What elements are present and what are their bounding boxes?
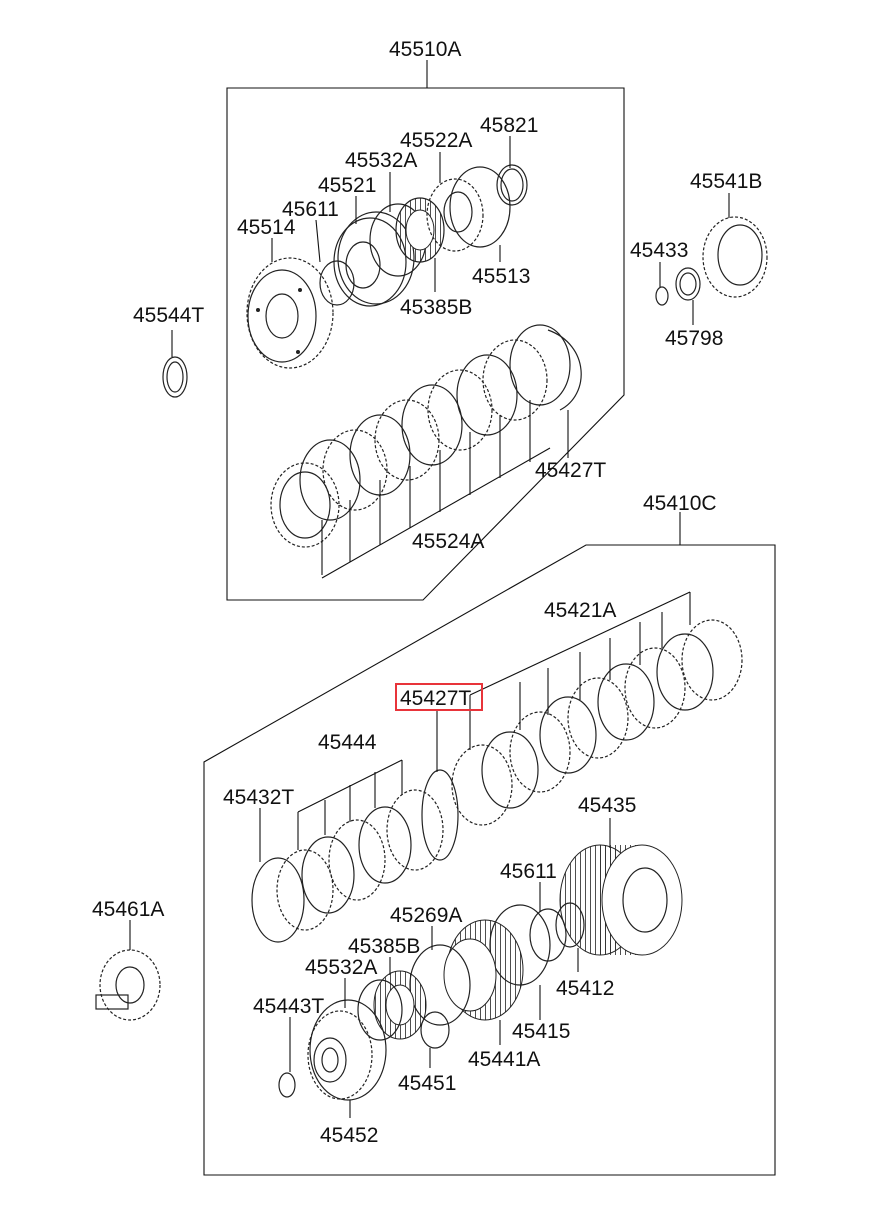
label-45269A[interactable]: 45269A xyxy=(390,904,462,927)
clutch-pack-45421A-part xyxy=(451,619,743,826)
hub-45522A-part xyxy=(426,178,484,252)
label-45415[interactable]: 45415 xyxy=(512,1020,570,1043)
gear-45541B-part xyxy=(702,216,768,298)
gear-45461A-part xyxy=(95,949,161,1021)
label-45524A[interactable]: 45524A xyxy=(412,530,484,553)
label-45521[interactable]: 45521 xyxy=(318,174,376,197)
label-45532A-bottom[interactable]: 45532A xyxy=(305,956,377,979)
label-45410C[interactable]: 45410C xyxy=(643,492,717,515)
ring-45611-bottom-part xyxy=(529,908,567,962)
label-45443T[interactable]: 45443T xyxy=(253,995,324,1018)
label-45433[interactable]: 45433 xyxy=(630,239,688,262)
label-45544T[interactable]: 45544T xyxy=(133,304,204,327)
gear-45514-part xyxy=(246,257,334,369)
label-45427T-top[interactable]: 45427T xyxy=(535,459,606,482)
clutch-pack-45524A-part xyxy=(270,324,571,548)
clutch-pack-45444-part xyxy=(276,789,444,931)
label-45421A[interactable]: 45421A xyxy=(544,599,616,622)
drum-45435-part xyxy=(559,844,683,956)
snap-ring-45821-part xyxy=(496,164,528,206)
lower-assembly-frame xyxy=(203,544,776,1176)
label-45427T-selected[interactable]: 45427T xyxy=(400,687,471,710)
label-45821[interactable]: 45821 xyxy=(480,114,538,137)
label-45611-bottom[interactable]: 45611 xyxy=(500,860,557,883)
label-45461A[interactable]: 45461A xyxy=(92,898,164,921)
label-45514[interactable]: 45514 xyxy=(237,216,296,239)
snap-ring-45443T-part xyxy=(278,1072,296,1098)
label-45532A-top[interactable]: 45532A xyxy=(345,149,417,172)
label-45798[interactable]: 45798 xyxy=(665,327,723,350)
washer-45798-part xyxy=(675,267,701,301)
label-45435[interactable]: 45435 xyxy=(578,794,636,817)
ring-45513-part xyxy=(449,166,511,248)
label-45451[interactable]: 45451 xyxy=(398,1072,456,1095)
label-45441A[interactable]: 45441A xyxy=(468,1048,540,1071)
label-45541B[interactable]: 45541B xyxy=(690,170,762,193)
leader-lines xyxy=(129,60,730,1118)
label-45611-top[interactable]: 45611 xyxy=(282,198,339,221)
label-45452[interactable]: 45452 xyxy=(320,1124,378,1147)
bearing-45385B-bottom-part xyxy=(373,970,427,1040)
ring-45412-part xyxy=(555,902,585,948)
snap-ring-45427T-top-part xyxy=(547,329,582,411)
label-45444[interactable]: 45444 xyxy=(318,731,377,754)
label-45432T[interactable]: 45432T xyxy=(223,786,294,809)
label-45385B-bottom[interactable]: 45385B xyxy=(348,935,420,958)
upper-assembly-frame xyxy=(226,87,625,601)
ring-45611-top-part xyxy=(319,260,355,306)
label-45385B-top[interactable]: 45385B xyxy=(400,296,472,319)
selected-part-highlight xyxy=(395,683,483,711)
ring-45433-part xyxy=(655,286,669,306)
label-45510A[interactable]: 45510A xyxy=(389,38,461,61)
snap-ring-45427T-selected-part xyxy=(421,769,459,861)
drum-45452-part xyxy=(307,999,387,1101)
ring-45451-part xyxy=(420,1011,450,1049)
bearing-45385B-top-part xyxy=(395,197,445,263)
label-45412[interactable]: 45412 xyxy=(556,977,614,1000)
label-45522A[interactable]: 45522A xyxy=(400,129,472,152)
washer-45544T-part xyxy=(162,356,188,398)
seal-45532A-bottom-part xyxy=(357,979,403,1041)
snap-ring-45432T-part xyxy=(251,857,305,943)
hub-45441A-part xyxy=(443,919,524,1021)
label-45513[interactable]: 45513 xyxy=(472,265,530,288)
